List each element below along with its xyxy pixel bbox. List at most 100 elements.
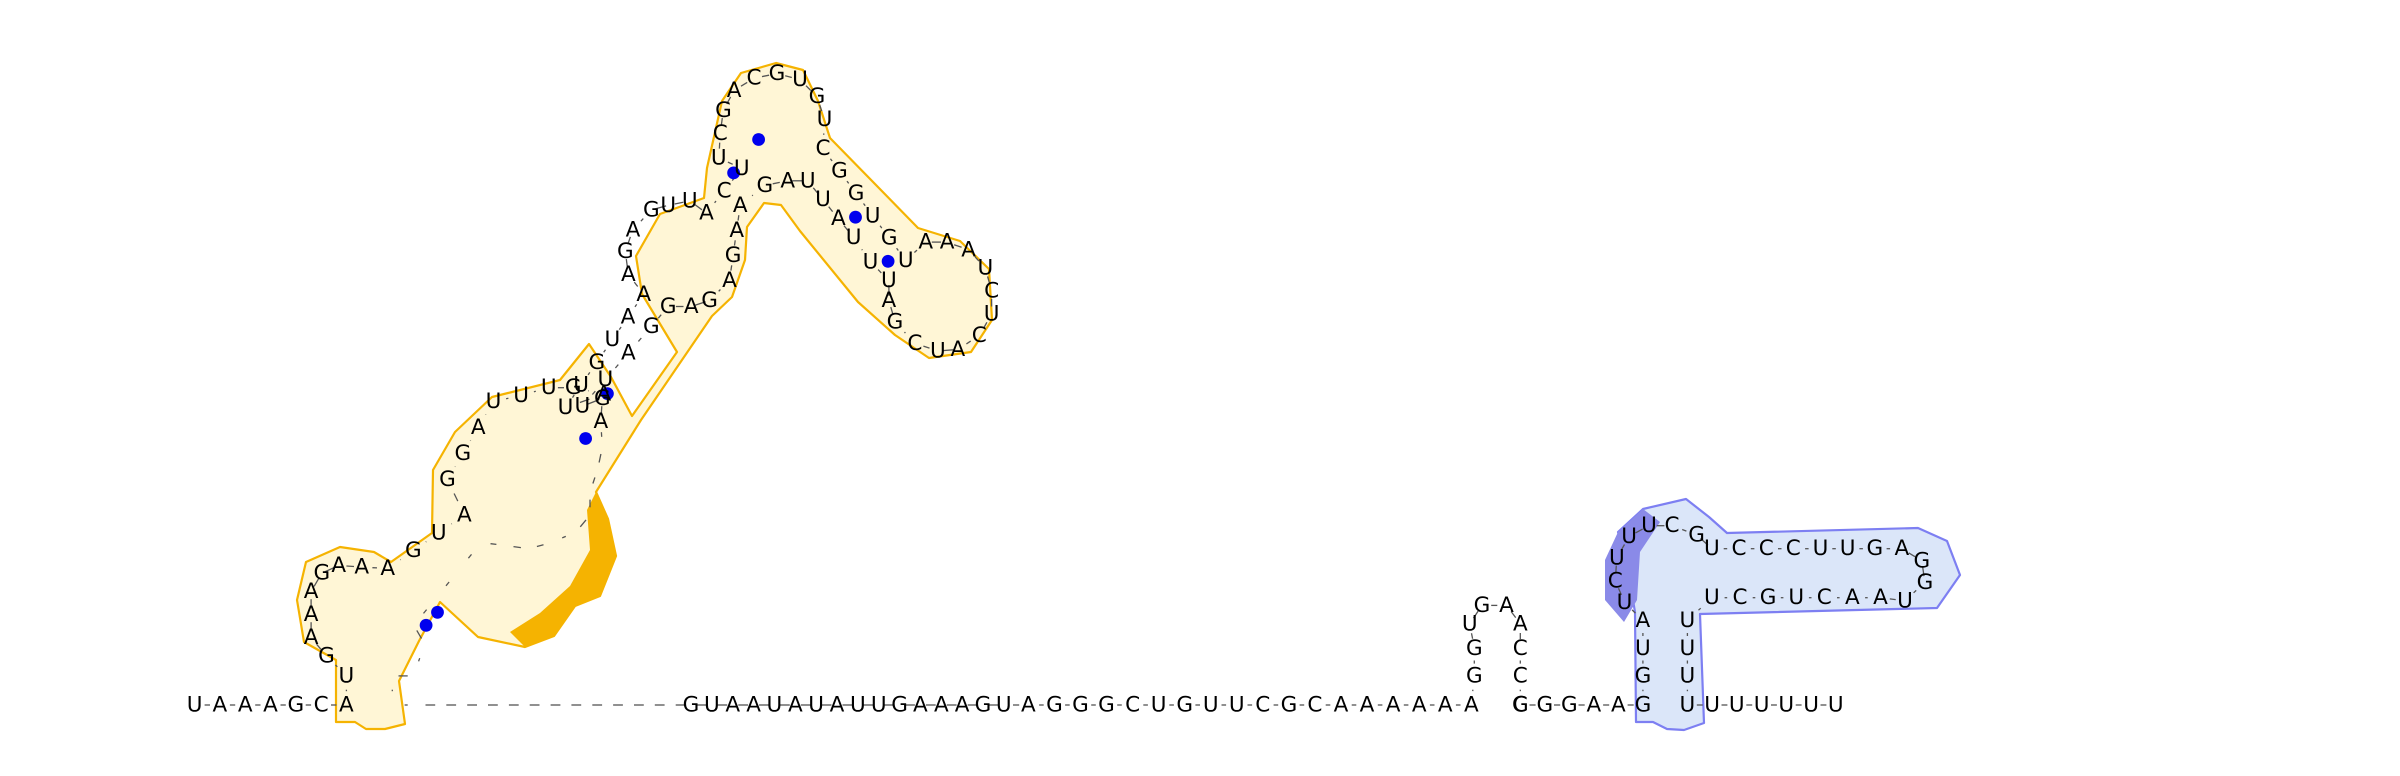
backbone-link xyxy=(467,553,473,559)
nucleotide: G xyxy=(313,561,330,586)
nucleotide: G xyxy=(1072,693,1089,718)
nucleotide: U xyxy=(711,145,727,170)
nucleotide: G xyxy=(1098,693,1115,718)
backbone-link xyxy=(579,398,590,404)
nucleotide: C xyxy=(984,279,999,304)
backbone-link xyxy=(561,535,567,539)
backbone-link xyxy=(416,630,423,639)
nucleotide: C xyxy=(1732,585,1747,610)
nucleotide: G xyxy=(1760,585,1777,610)
nucleotide: G xyxy=(891,693,908,718)
nucleotide: G xyxy=(588,350,605,375)
nucleotide: U xyxy=(1462,611,1478,636)
backbone-link xyxy=(737,215,740,221)
nucleotide: G xyxy=(975,693,992,718)
backbone-link xyxy=(1913,589,1917,594)
backbone-link xyxy=(812,187,818,194)
nucleotide: U xyxy=(486,389,502,414)
nucleotide: G xyxy=(1512,693,1529,718)
backbone-link xyxy=(536,544,544,548)
backbone-link xyxy=(1889,598,1896,601)
backbone-link xyxy=(1470,633,1474,639)
nucleotide: A xyxy=(1895,536,1910,561)
nucleotide: G xyxy=(1635,663,1652,688)
nucleotide: U xyxy=(846,225,862,250)
backbone-link xyxy=(1617,587,1622,596)
nucleotide: A xyxy=(1513,611,1528,636)
backbone-link xyxy=(614,364,619,369)
backbone-link xyxy=(862,203,866,207)
backbone-link xyxy=(751,194,754,197)
backbone-link xyxy=(422,609,428,614)
nucleotide: A xyxy=(684,294,699,319)
nucleotide: U xyxy=(1680,693,1696,718)
nucleotide: U xyxy=(573,373,589,398)
nucleotide: U xyxy=(1788,585,1804,610)
nucleotide: A xyxy=(951,337,966,362)
nucleotide: G xyxy=(809,84,826,109)
nucleotide: U xyxy=(682,188,698,213)
nucleotide: U xyxy=(817,107,833,132)
nucleotide: A xyxy=(746,693,761,718)
nucleotide: U xyxy=(863,250,879,275)
base-pair-dot xyxy=(601,387,614,400)
nucleotide: G xyxy=(643,198,660,223)
backbone-link xyxy=(740,81,748,87)
backbone-link xyxy=(923,345,930,349)
nucleotide: C xyxy=(1513,693,1528,718)
nucleotide: A xyxy=(722,268,737,293)
nucleotide: A xyxy=(831,206,846,231)
nucleotide: C xyxy=(314,693,329,718)
nucleotide: A xyxy=(621,262,636,287)
nucleotide: A xyxy=(1412,693,1427,718)
nucleotide: U xyxy=(1641,513,1657,538)
nucleotide: A xyxy=(1360,693,1375,718)
nucleotide: A xyxy=(961,237,976,262)
nucleotide: A xyxy=(788,693,803,718)
nucleotide: U xyxy=(792,67,808,92)
nucleotide: G xyxy=(1866,536,1883,561)
nucleotide: C xyxy=(1786,536,1801,561)
nucleotide: A xyxy=(733,193,748,218)
nucleotide: U xyxy=(1803,693,1819,718)
backbone-link xyxy=(785,75,792,79)
nucleotide: A xyxy=(729,218,744,243)
backbone-link xyxy=(637,337,642,342)
nucleotide: U xyxy=(978,256,994,281)
nucleotide: A xyxy=(621,341,636,366)
backbone xyxy=(204,74,1925,706)
backbone-link xyxy=(445,581,450,587)
nucleotide: G xyxy=(1913,548,1930,573)
nucleotide: C xyxy=(1125,693,1140,718)
backbone-link xyxy=(513,545,521,549)
nucleotide: U xyxy=(1680,608,1696,633)
base-pair-dot xyxy=(431,605,444,619)
backbone-link xyxy=(733,240,736,246)
backbone-link xyxy=(533,390,536,393)
backbone-link xyxy=(587,372,591,376)
nucleotide: A xyxy=(636,282,651,307)
nucleotide: G xyxy=(287,693,304,718)
nucleotide: A xyxy=(727,78,742,103)
nucleotide: G xyxy=(769,61,786,86)
base-pair-dot xyxy=(579,432,592,445)
nucleotide: U xyxy=(930,339,946,364)
nucleotide: G xyxy=(1917,570,1934,595)
nucleotide: G xyxy=(405,538,422,563)
backbone-link xyxy=(846,180,850,184)
nucleotide: U xyxy=(1617,590,1633,615)
backbone-link xyxy=(879,225,883,229)
backbone-link xyxy=(1700,537,1709,546)
nucleotide: U xyxy=(558,395,574,420)
nucleotide: G xyxy=(1561,693,1578,718)
nucleotide: A xyxy=(380,556,395,581)
nucleotide: C xyxy=(972,323,987,348)
nucleotide: A xyxy=(213,693,228,718)
nucleotide: U xyxy=(734,156,750,181)
nucleotide: U xyxy=(1778,693,1794,718)
base-pair-dot xyxy=(752,133,765,146)
backbone-link xyxy=(1510,611,1517,618)
backbone-link xyxy=(618,326,622,330)
nucleotide: U xyxy=(1203,693,1219,718)
base-pair-dot xyxy=(881,254,895,268)
